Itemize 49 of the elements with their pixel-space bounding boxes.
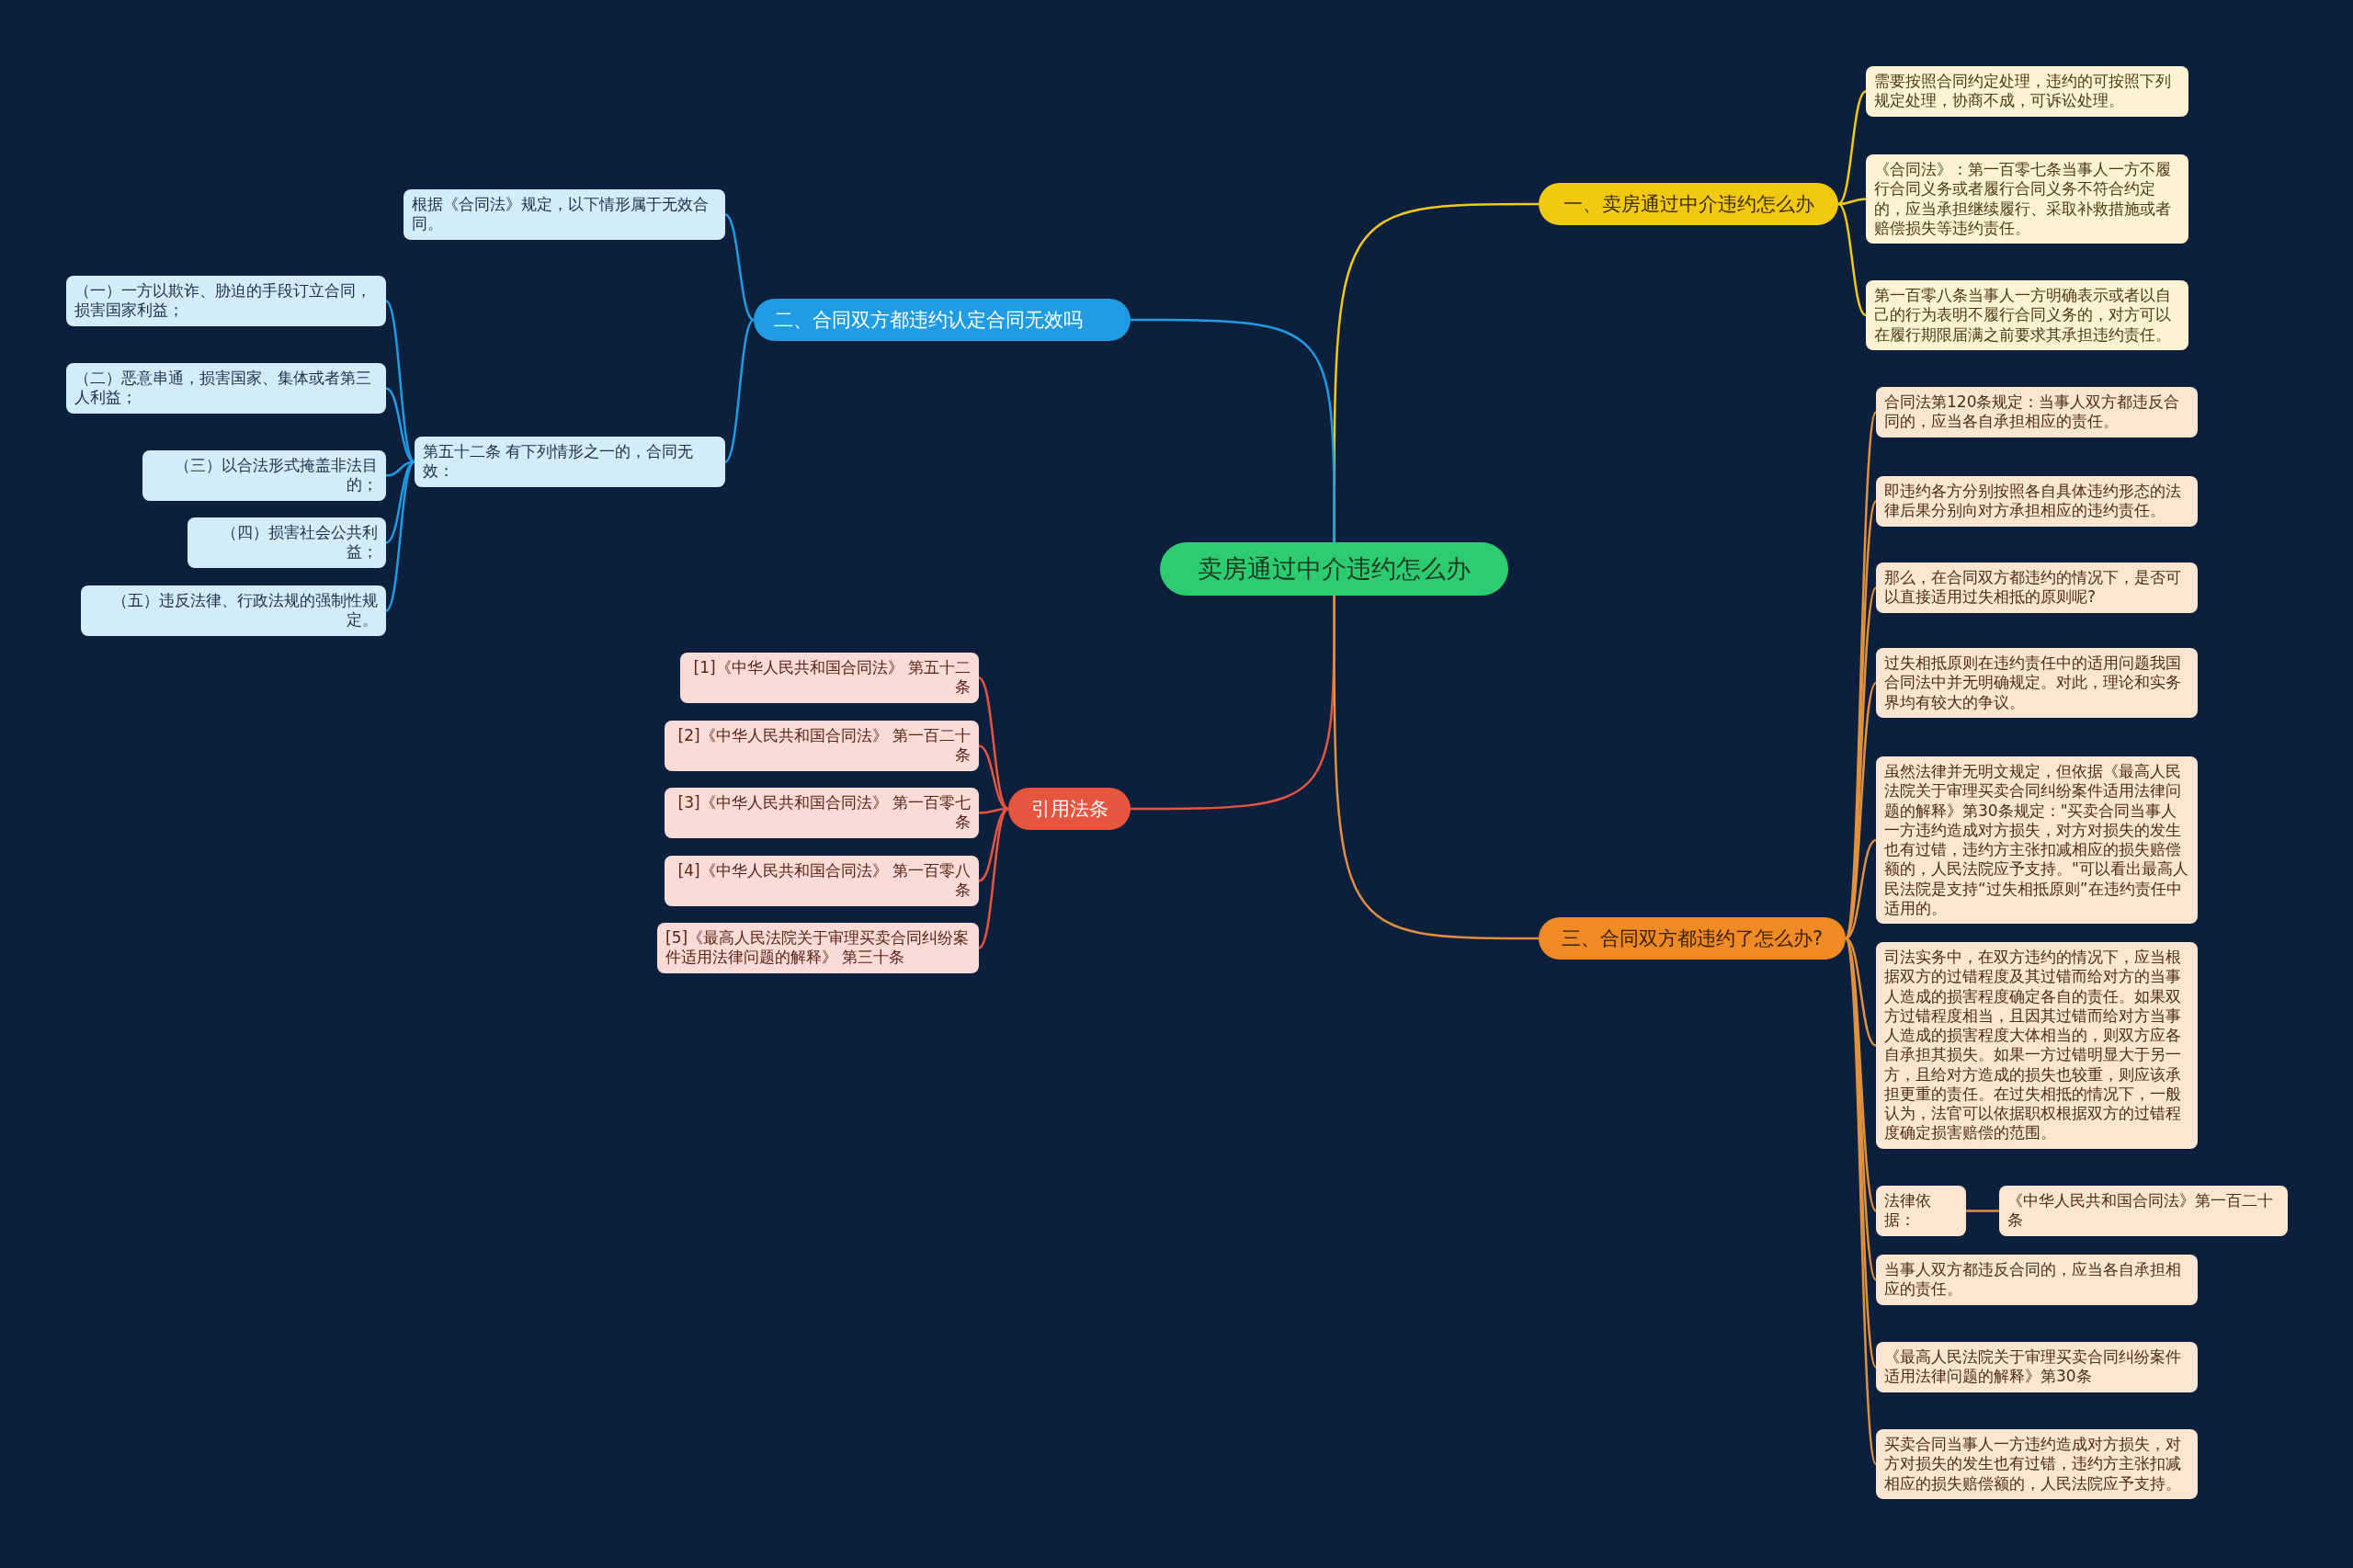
connector-line (978, 807, 1009, 882)
topic-box: [3]《中华人民共和国合同法》 第一百零七条 (665, 788, 979, 838)
topic-box: 合同法第120条规定：当事人双方都违反合同的，应当各自承担相应的责任。 (1876, 387, 2198, 437)
topic-box: 过失相抵原则在违约责任中的适用问题我国合同法中并无明确规定。对此，理论和实务界均有较大的争议。 (1876, 648, 2198, 718)
connector-line (385, 387, 415, 463)
connector-line (978, 808, 1009, 949)
topic-box: 当事人双方都违反合同的，应当各自承担相应的责任。 (1876, 1255, 2198, 1305)
topic-box: 根据《合同法》规定，以下情形属于无效合同。 (404, 189, 725, 240)
topic-box: 法律依据： (1876, 1186, 1966, 1236)
connector-line (385, 460, 415, 544)
connector-line (978, 676, 1009, 810)
connector-line (978, 744, 1009, 811)
topic-box: 《合同法》：第一百零七条当事人一方不履行合同义务或者履行合同义务不符合约定的，应当承担继续履行、采取补救措施或者赔偿损失等违约责任。 (1866, 154, 2188, 244)
connector-line (724, 319, 755, 463)
topic-box: [5]《最高人民法院关于审理买卖合同纠纷案件适用法律问题的解释》 第三十条 (657, 923, 979, 973)
topic-box: 司法实务中，在双方违约的情况下，应当根据双方的过错程度及其过错而给对方的当事人造成的损害程度确定各自的责任。如果双方过错程度相当，且因其过错而给对方当事人造成的损害程度大体相当的，则双方应各自承担其损失。如果一方过错明显大于另一方，且给对方造成的损失也较重，则应该承担更重的责任。在过失相抵的情况下，一般认为，法官可以依据职权根据双方的过错程度确定损害赔偿的范围。 (1876, 942, 2198, 1149)
topic-box: 需要按照合同约定处理，违约的可按照下列规定处理，协商不成，可诉讼处理。 (1866, 66, 2188, 117)
connector-line (1837, 90, 1867, 206)
topic-box: （一）一方以欺诈、胁迫的手段订立合同，损害国家利益； (66, 276, 386, 326)
connector-line (1333, 596, 1539, 940)
topic-box: 虽然法律并无明文规定，但依据《最高人民法院关于审理买卖合同纠纷案件适用法律问题的解释》第30条规定："买卖合同当事人一方违约造成对方损失，对方对损失的发生也有过错，违约方主张扣减相应的损失赔偿额的，人民法院应予支持。"可以看出最高人民法院是支持“过失相抵原则”在违约责任中适用的。 (1876, 756, 2198, 924)
connector-line (1966, 1210, 1999, 1212)
topic-box: [2]《中华人民共和国合同法》 第一百二十条 (665, 721, 979, 771)
branch-topic: 引用法条 (1008, 788, 1131, 831)
connector-line (385, 300, 415, 463)
connector-line (1131, 318, 1336, 542)
branch-topic: 一、卖房通过中介违约怎么办 (1539, 183, 1838, 226)
connector-line (385, 460, 415, 612)
connector-line (1845, 937, 1877, 1047)
topic-box: 《最高人民法院关于审理买卖合同纠纷案件适用法律问题的解释》第30条 (1876, 1342, 2198, 1392)
connector-line (1837, 202, 1867, 317)
topic-box: 即违约各方分别按照各自具体违约形态的法律后果分别向对方承担相应的违约责任。 (1876, 476, 2198, 527)
branch-topic: 二、合同双方都违约认定合同无效吗 (754, 299, 1131, 342)
topic-box: （三）以合法形式掩盖非法目的； (142, 450, 386, 501)
central-topic: 卖房通过中介违约怎么办 (1160, 542, 1508, 596)
topic-box: 第五十二条 有下列情形之一的，合同无效： (415, 437, 725, 487)
branch-topic: 三、合同双方都违约了怎么办? (1539, 917, 1846, 960)
topic-box: [1]《中华人民共和国合同法》 第五十二条 (680, 653, 979, 703)
topic-box: （四）损害社会公共利益； (188, 517, 386, 568)
connector-line (724, 213, 755, 322)
topic-box: [4]《中华人民共和国合同法》 第一百零八条 (665, 856, 979, 906)
connector-line (1837, 198, 1867, 206)
topic-box: 那么，在合同双方都违约的情况下，是否可以直接适用过失相抵的原则呢? (1876, 562, 2198, 613)
topic-box: 第一百零八条当事人一方明确表示或者以自己的行为表明不履行合同义务的，对方可以在履行期限届满之前要求其承担违约责任。 (1866, 280, 2188, 350)
topic-box: （二）恶意串通，损害国家、集体或者第三人利益； (66, 363, 386, 414)
topic-box: 《中华人民共和国合同法》第一百二十条 (1999, 1186, 2288, 1236)
topic-box: 买卖合同当事人一方违约造成对方损失，对方对损失的发生也有过错，违约方主张扣减相应的损失赔偿额的，人民法院应予支持。 (1876, 1429, 2198, 1499)
topic-box: （五）违反法律、行政法规的强制性规定。 (81, 585, 386, 636)
connector-line (1845, 838, 1877, 940)
